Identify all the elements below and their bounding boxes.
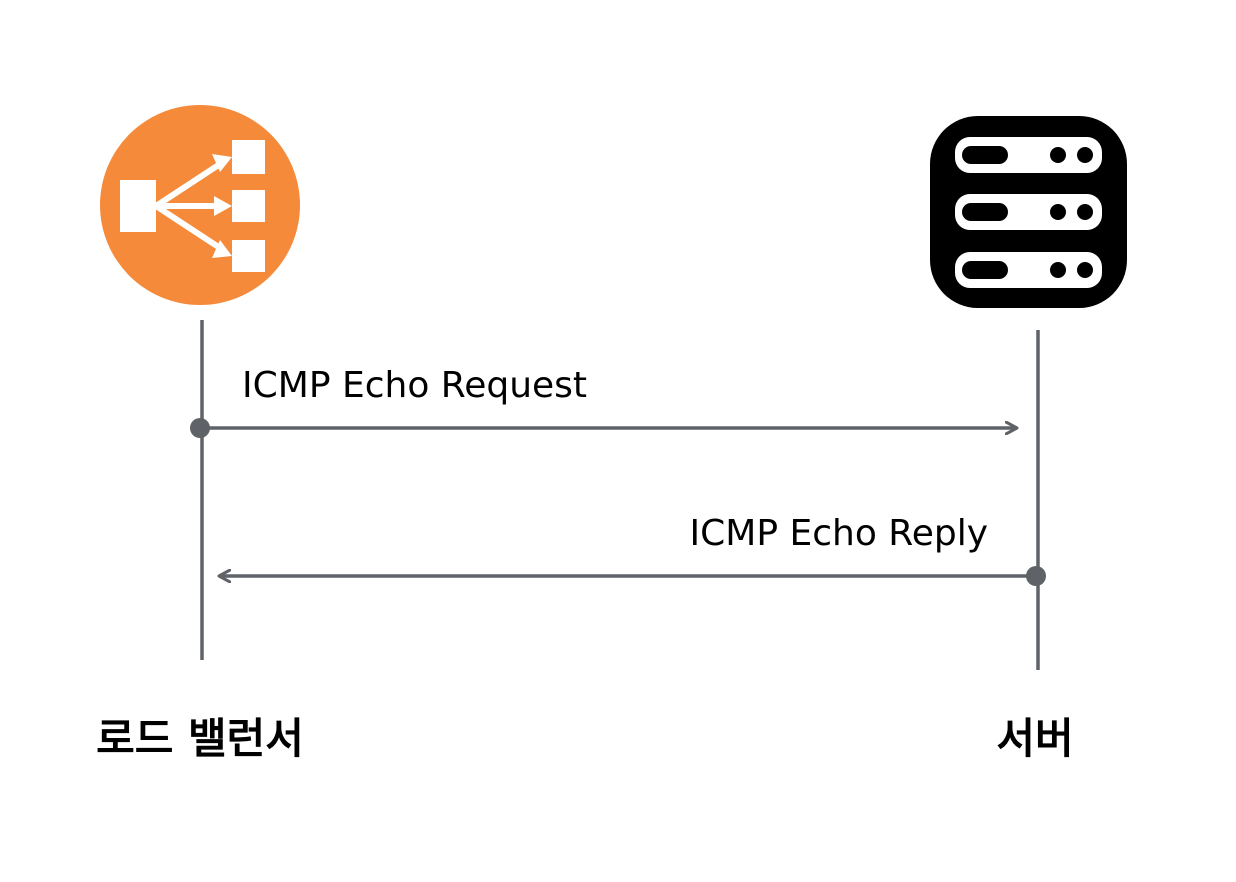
load-balancer-label: 로드 밸런서 bbox=[96, 714, 304, 763]
request-message: ICMP Echo Request bbox=[190, 365, 1017, 438]
load-balancer-icon bbox=[100, 105, 300, 305]
server-icon bbox=[930, 116, 1127, 308]
reply-label: ICMP Echo Reply bbox=[690, 513, 989, 554]
request-label: ICMP Echo Request bbox=[242, 365, 587, 406]
server-label: 서버 bbox=[996, 714, 1073, 763]
reply-message: ICMP Echo Reply bbox=[219, 513, 1046, 586]
